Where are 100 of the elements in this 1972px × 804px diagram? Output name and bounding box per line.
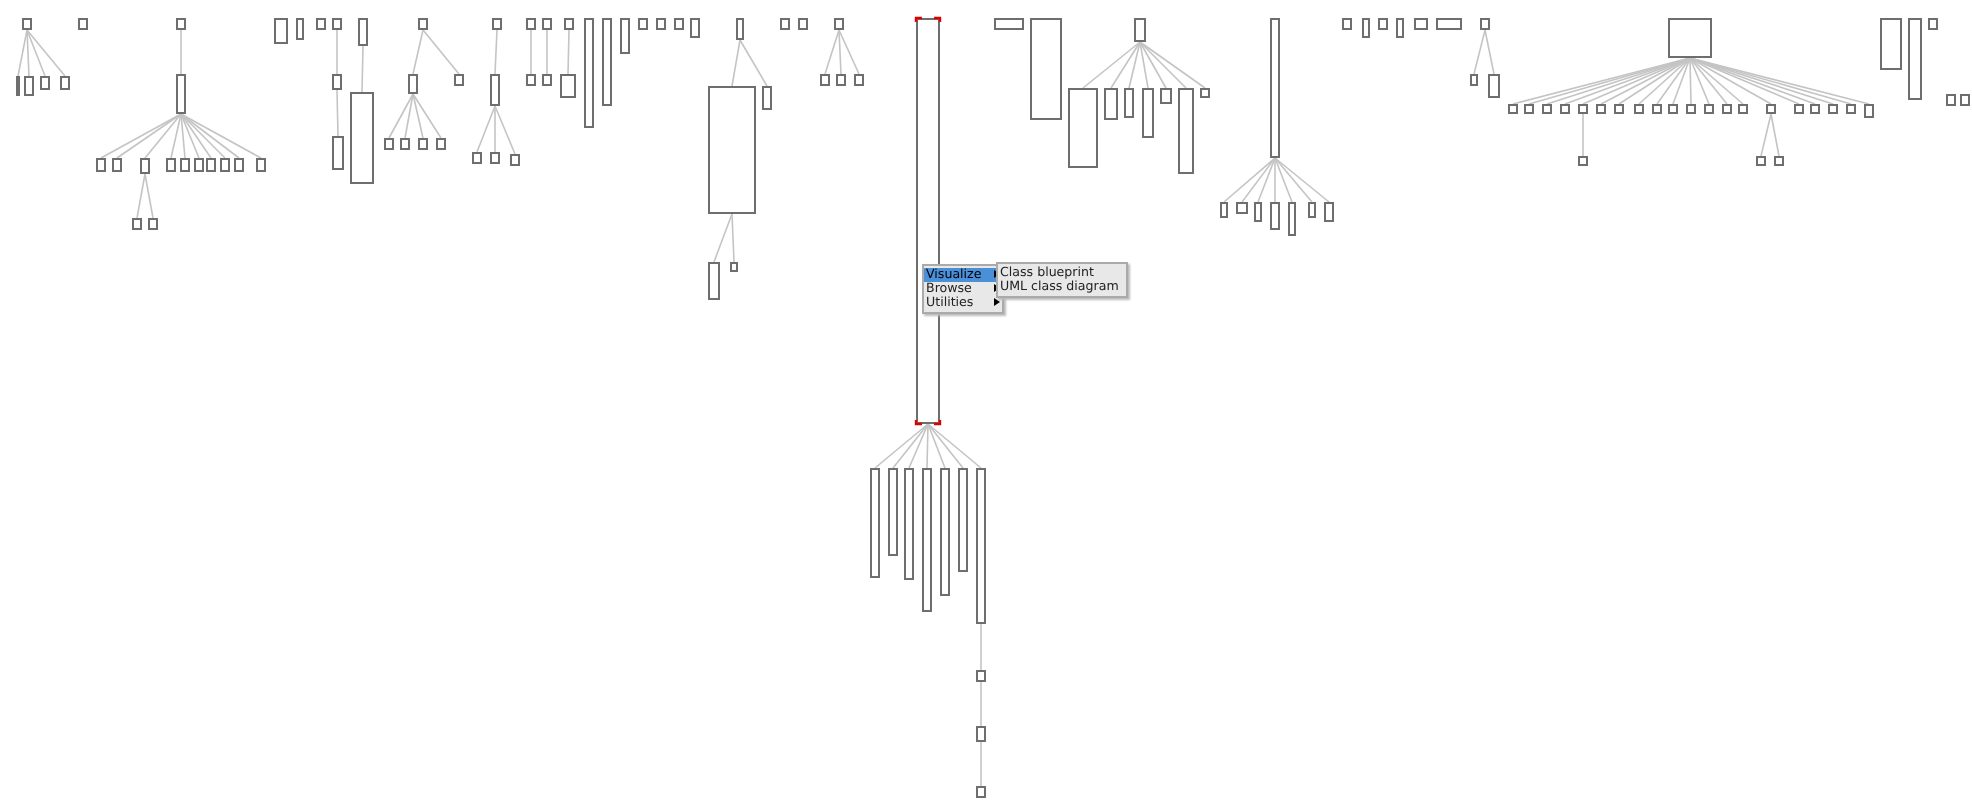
class-box <box>1704 104 1714 114</box>
class-box <box>1524 104 1534 114</box>
class-box <box>542 74 552 86</box>
class-box <box>490 152 500 164</box>
class-box <box>1178 88 1194 174</box>
connector-line <box>731 39 741 87</box>
class-box <box>584 18 594 128</box>
class-box <box>564 18 574 30</box>
connector-line <box>1274 157 1293 203</box>
class-box <box>1828 104 1838 114</box>
connector-line <box>908 423 929 469</box>
class-box <box>976 468 986 624</box>
connector-line <box>530 29 532 75</box>
connector-line <box>180 113 212 159</box>
connector-line <box>1689 57 1744 105</box>
connector-line <box>136 173 146 219</box>
connector-line <box>1689 57 1772 105</box>
class-box <box>78 18 88 30</box>
class-box <box>176 74 186 114</box>
class-box <box>1668 18 1712 58</box>
class-box <box>384 138 394 150</box>
class-box <box>1030 18 1062 120</box>
class-box <box>140 158 150 174</box>
connector-line <box>144 173 154 219</box>
class-box <box>1766 104 1776 114</box>
class-box <box>1396 18 1404 38</box>
class-box <box>472 152 482 164</box>
connector-line <box>838 29 860 75</box>
connector-line <box>26 29 30 77</box>
connector-line <box>494 29 498 75</box>
connector-line <box>1689 57 1692 105</box>
connector-line <box>824 29 840 75</box>
connector-line <box>546 29 548 75</box>
connector-line <box>567 29 570 75</box>
class-box <box>1810 104 1820 114</box>
class-box <box>542 18 552 30</box>
class-box <box>1946 94 1956 106</box>
connector-line <box>180 29 182 75</box>
class-box <box>454 74 464 86</box>
class-box <box>1634 104 1644 114</box>
class-box <box>708 262 720 300</box>
connector-line <box>494 105 516 155</box>
class-box <box>176 18 186 30</box>
class-box <box>24 76 34 96</box>
class-box <box>834 18 844 30</box>
connector-line <box>1689 57 1728 105</box>
class-box <box>836 74 846 86</box>
class-box <box>112 158 122 172</box>
class-box <box>1560 104 1570 114</box>
connector-line <box>980 741 982 787</box>
class-box <box>96 158 106 172</box>
connector-line <box>422 29 460 75</box>
class-box <box>1270 18 1280 158</box>
class-box <box>180 158 190 172</box>
connector-line <box>412 29 424 75</box>
class-box <box>1220 202 1228 218</box>
class-box <box>1542 104 1552 114</box>
class-box <box>1668 104 1678 114</box>
class-box <box>60 76 70 90</box>
class-box <box>976 786 986 798</box>
class-box <box>1288 202 1296 236</box>
connector-line <box>892 423 929 469</box>
class-box <box>1774 156 1784 166</box>
connector-line <box>26 29 46 77</box>
connector-line <box>838 29 842 75</box>
connector-line <box>1139 41 1149 89</box>
connector-line <box>980 623 982 671</box>
class-box <box>736 18 744 40</box>
class-box <box>762 86 772 110</box>
connector-line <box>1618 57 1691 105</box>
class-box <box>350 92 374 184</box>
class-box <box>490 74 500 106</box>
class-box <box>332 18 342 30</box>
connector-line <box>388 93 414 139</box>
connector-line <box>180 113 240 159</box>
class-box <box>780 18 790 30</box>
connector-line <box>17 29 28 77</box>
class-box <box>1908 18 1922 100</box>
class-box <box>418 18 428 30</box>
class-box <box>1596 104 1606 114</box>
class-box <box>870 468 880 578</box>
class-box <box>690 18 700 38</box>
class-box <box>1436 18 1462 30</box>
connector-line <box>1139 41 1167 89</box>
class-box <box>1236 202 1248 214</box>
class-box <box>40 76 50 90</box>
class-box <box>256 158 266 172</box>
class-box <box>976 670 986 682</box>
connector-line <box>926 423 929 469</box>
connector-line <box>1257 157 1276 203</box>
class-box <box>1254 202 1262 222</box>
connector-line <box>1473 29 1486 75</box>
class-box <box>1160 88 1172 104</box>
class-box <box>132 218 142 230</box>
class-box <box>1794 104 1804 114</box>
class-box <box>332 136 344 170</box>
class-box <box>820 74 830 86</box>
class-box <box>1142 88 1154 138</box>
class-box <box>994 18 1024 30</box>
class-box <box>166 158 176 172</box>
